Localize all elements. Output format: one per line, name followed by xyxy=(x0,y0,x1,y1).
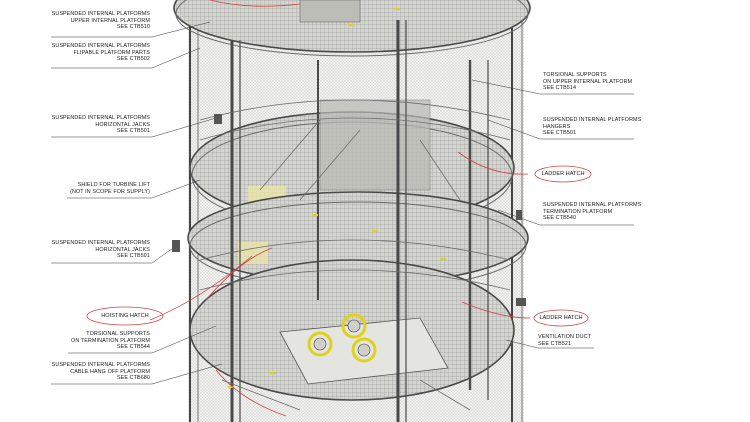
callout-cable-hang-off-platform: SUSPENDED INTERNAL PLATFORMS CABLE HANG … xyxy=(51,362,150,382)
callout-shield-turbine-lift: SHIELD FOR TURBINE LIFT (NOT IN SCOPE FO… xyxy=(70,182,150,195)
ladder-hatch-upper-label: LADDER HATCH xyxy=(541,171,585,177)
hatch-label-clouds xyxy=(86,165,592,327)
hoisting-hatch-label: HOISTING HATCH xyxy=(101,313,149,319)
callout-torsional-supports-termination: TORSIONAL SUPPORTS ON TERMINATION PLATFO… xyxy=(71,331,150,351)
side-fittings xyxy=(172,114,526,306)
ladder-hatch-lower-label: LADDER HATCH xyxy=(539,315,583,321)
yellow-markers xyxy=(228,8,446,388)
leader-lines xyxy=(51,21,634,385)
bracing-lines xyxy=(199,99,511,411)
callout-horizontal-jacks-lower: SUSPENDED INTERNAL PLATFORMS HORIZONTAL … xyxy=(51,240,150,260)
callout-flipable-platform-parts: SUSPENDED INTERNAL PLATFORMS FLIPABLE PL… xyxy=(51,43,150,63)
callout-upper-internal-platform: SUSPENDED INTERNAL PLATFORMS UPPER INTER… xyxy=(51,11,150,31)
callout-ventilation-duct: VENTILATION DUCT SEE CTB521 xyxy=(538,334,592,347)
vertical-columns xyxy=(230,20,489,422)
callout-horizontal-jacks-upper: SUSPENDED INTERNAL PLATFORMS HORIZONTAL … xyxy=(51,115,150,135)
callout-torsional-supports-upper: TORSIONAL SUPPORTS ON UPPER INTERNAL PLA… xyxy=(543,72,633,92)
callout-hangers: SUSPENDED INTERNAL PLATFORMS HANGERS SEE… xyxy=(543,117,642,137)
red-annotations xyxy=(149,0,531,417)
callout-termination-platform: SUSPENDED INTERNAL PLATFORMS TERMINATION… xyxy=(543,202,642,222)
